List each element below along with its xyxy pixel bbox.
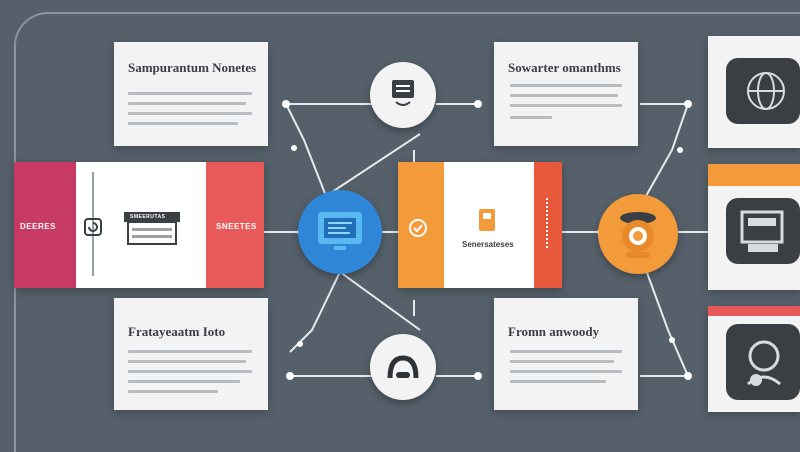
panel-right-bottom-header — [708, 306, 800, 316]
text-line — [510, 104, 622, 107]
server-bar-icon — [122, 210, 182, 255]
sphere-icon — [726, 58, 800, 129]
card-label: Senersateses — [462, 240, 514, 249]
battery-icon — [478, 208, 496, 237]
panel-right-mid-header — [708, 164, 800, 186]
band-right-label: SNEETES — [216, 222, 257, 231]
band-mid-orangered-segment — [534, 162, 562, 288]
connector-lines — [262, 100, 708, 380]
band-left: DEERES SNEETES SMEERUTAS — [14, 162, 264, 288]
node-bottom[interactable] — [370, 334, 436, 400]
text-line — [128, 350, 252, 353]
text-line — [128, 112, 252, 115]
text-line — [128, 92, 252, 95]
document-icon — [390, 78, 416, 113]
card-title: Fromn anwoody — [508, 324, 600, 339]
text-line — [510, 350, 622, 353]
panel-right-top — [708, 36, 800, 148]
card-title: Sampurantum Nonetes — [128, 60, 257, 75]
panel-right-bottom — [708, 306, 800, 412]
screen-icon — [316, 210, 364, 259]
card-title: Fratayeaatm Ioto — [128, 324, 226, 339]
node-right[interactable] — [598, 194, 678, 274]
text-line — [510, 116, 552, 119]
text-line — [128, 380, 240, 383]
node-center[interactable] — [298, 190, 382, 274]
card-bottom-left: Fratayeaatm Ioto — [114, 298, 268, 410]
text-line — [510, 380, 606, 383]
text-line — [128, 122, 238, 125]
vertical-dots — [546, 198, 550, 248]
avatar-icon — [726, 324, 800, 405]
card-title: Sowarter omanthms — [508, 60, 621, 75]
text-line — [128, 390, 218, 393]
spiral-icon — [84, 218, 102, 241]
text-line — [510, 84, 622, 87]
text-line — [510, 360, 614, 363]
band-mid: Senersateses — [398, 162, 562, 288]
panel-right-mid — [708, 164, 800, 290]
text-line — [128, 360, 246, 363]
device-icon — [726, 198, 800, 269]
headset-icon — [386, 352, 420, 387]
band-left-label: DEERES — [20, 222, 56, 231]
text-line — [510, 94, 618, 97]
text-line — [128, 370, 252, 373]
card-top-left: Sampurantum Nonetes — [114, 42, 268, 146]
pot-icon — [612, 208, 664, 265]
server-bar-label: SMEERUTAS — [130, 214, 166, 220]
band-left-red-segment — [206, 162, 264, 288]
card-bottom-mid: Fromn anwoody — [494, 298, 638, 410]
text-line — [128, 102, 246, 105]
card-top-mid: Sowarter omanthms — [494, 42, 638, 146]
text-line — [510, 370, 622, 373]
node-top[interactable] — [370, 62, 436, 128]
band-left-magenta-segment — [14, 162, 76, 288]
check-badge-icon — [408, 218, 428, 243]
